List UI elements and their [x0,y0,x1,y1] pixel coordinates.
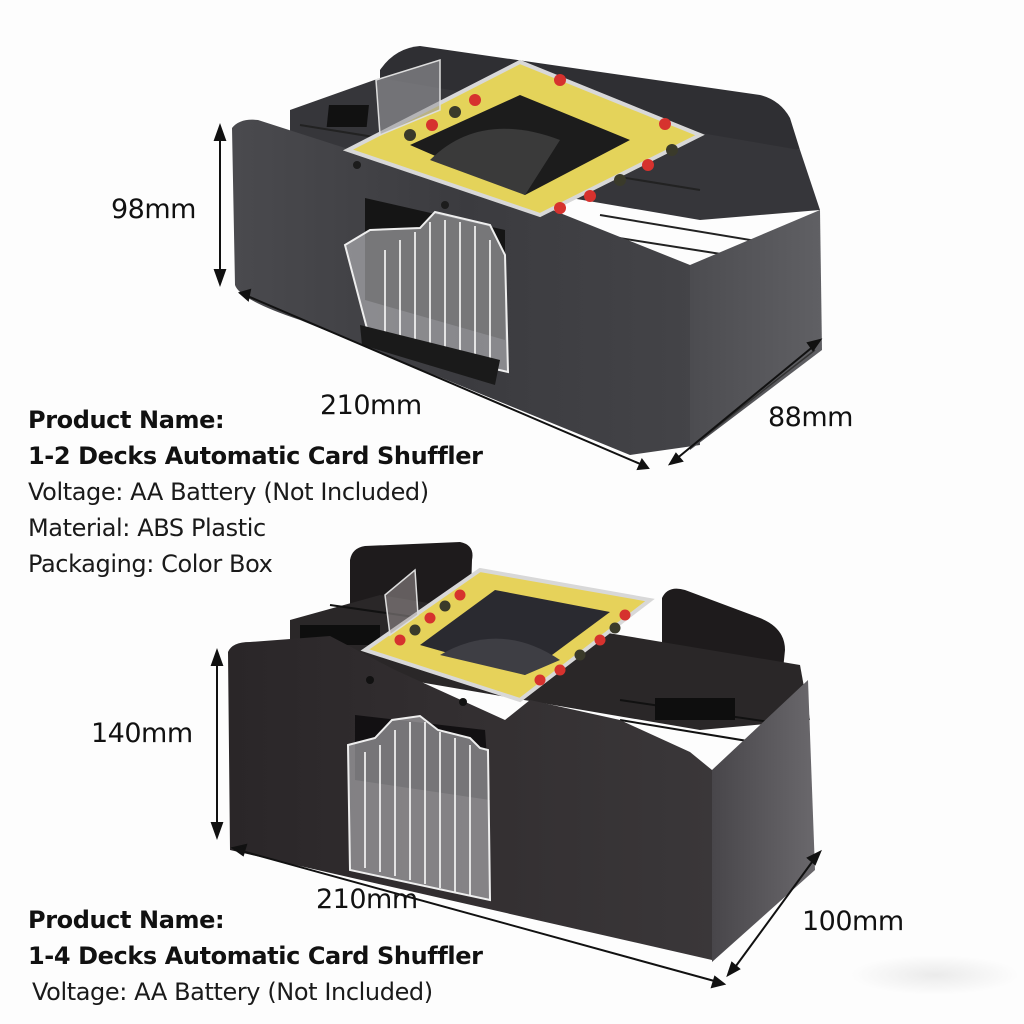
length-dimension-label: 210mm [316,884,418,915]
height-dimension-label: 140mm [91,718,193,749]
depth-dimension-label: 100mm [802,906,904,937]
height-dimension-label: 98mm [111,194,196,225]
product-spec-block: Product Name: 1-2 Decks Automatic Card S… [28,402,483,582]
depth-dimension-label: 88mm [768,402,853,433]
packaging-spec: Packaging: Color Box [28,550,273,578]
product-name-value: 1-4 Decks Automatic Card Shuffler [28,942,483,970]
floor-shadow [850,955,1020,995]
shuffler-side-panel [690,210,822,450]
material-spec: Material: ABS Plastic [28,514,266,542]
card-shuffler-1-2-image [213,46,823,471]
dimension-arrows [210,648,822,989]
length-dimension-label: 210mm [320,390,422,421]
product-name-value: 1-2 Decks Automatic Card Shuffler [28,442,483,470]
product-name-label: Product Name: [28,906,225,934]
product-spec-block: Product Name: 1-4 Decks Automatic Card S… [28,902,483,1010]
card-tray [346,714,492,902]
voltage-spec: Voltage: AA Battery (Not Included) [28,478,429,506]
dimension-arrows [213,123,823,471]
voltage-spec: Voltage: AA Battery (Not Included) [32,978,433,1006]
product-name-label: Product Name: [28,406,225,434]
